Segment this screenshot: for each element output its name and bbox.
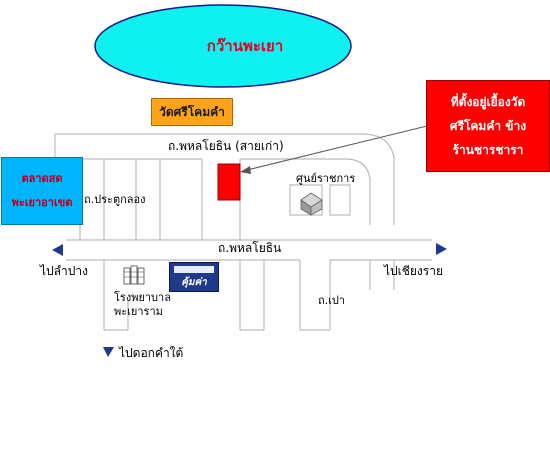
temple-label-box: วัดศรีโคมคำ [151,98,233,126]
shop-callout-line1: ที่ตั้งอยู่เยื้องวัด [450,95,526,109]
bank-sign-label: คุ้มค่า [181,277,207,288]
west-arrow-icon [52,244,63,256]
market-label-line2: พะเยาอาเขต [11,196,73,209]
direction-west-label: ไปลำปาง [40,264,88,278]
road-network [54,133,432,331]
pao-road-label: ถ.เปา [318,294,346,307]
lake-label: กว๊านพะเยา [206,37,284,55]
callout-pointer-line [242,125,428,172]
lake-shape [94,4,352,88]
hospital-label-line1: โรงพยาบาล [114,291,171,304]
old-road-label: ถ.พหลโยธิน (สายเก่า) [168,139,284,153]
government-building-icon [300,192,323,216]
callout-pointer-arrowhead-icon [240,166,251,174]
direction-south-label: ไปดอกคำใต้ [119,346,184,360]
direction-east-label: ไปเชียงราย [384,264,444,278]
pratu-klong-road-label: ถ.ประตูกลอง [84,193,146,206]
hospital-building-icon [123,265,145,285]
shop-callout-line3: ร้านชารชารา [452,143,524,157]
east-arrow-icon [436,243,447,255]
hospital-label-line2: พะเยาราม [114,305,163,318]
market-label-line1: ตลาดสด [21,172,63,185]
shop-callout-box: ที่ตั้งอยู่เยื้องวัด ศรีโคมคำ ข้าง ร้านช… [426,80,550,172]
government-center-label: ศูนย์ราชการ [296,172,356,185]
bank-sign: คุ้มค่า [169,262,219,292]
south-arrow-icon [103,347,114,357]
temple-label: วัดศรีโคมคำ [159,104,225,119]
shop-callout-line2: ศรีโคมคำ ข้าง [449,119,527,133]
shop-location-marker [217,163,241,201]
bank-sign-stripe [174,266,214,273]
main-road-label: ถ.พหลโยธิน [218,241,282,255]
market-label-box: ตลาดสด พะเยาอาเขต [1,157,83,225]
